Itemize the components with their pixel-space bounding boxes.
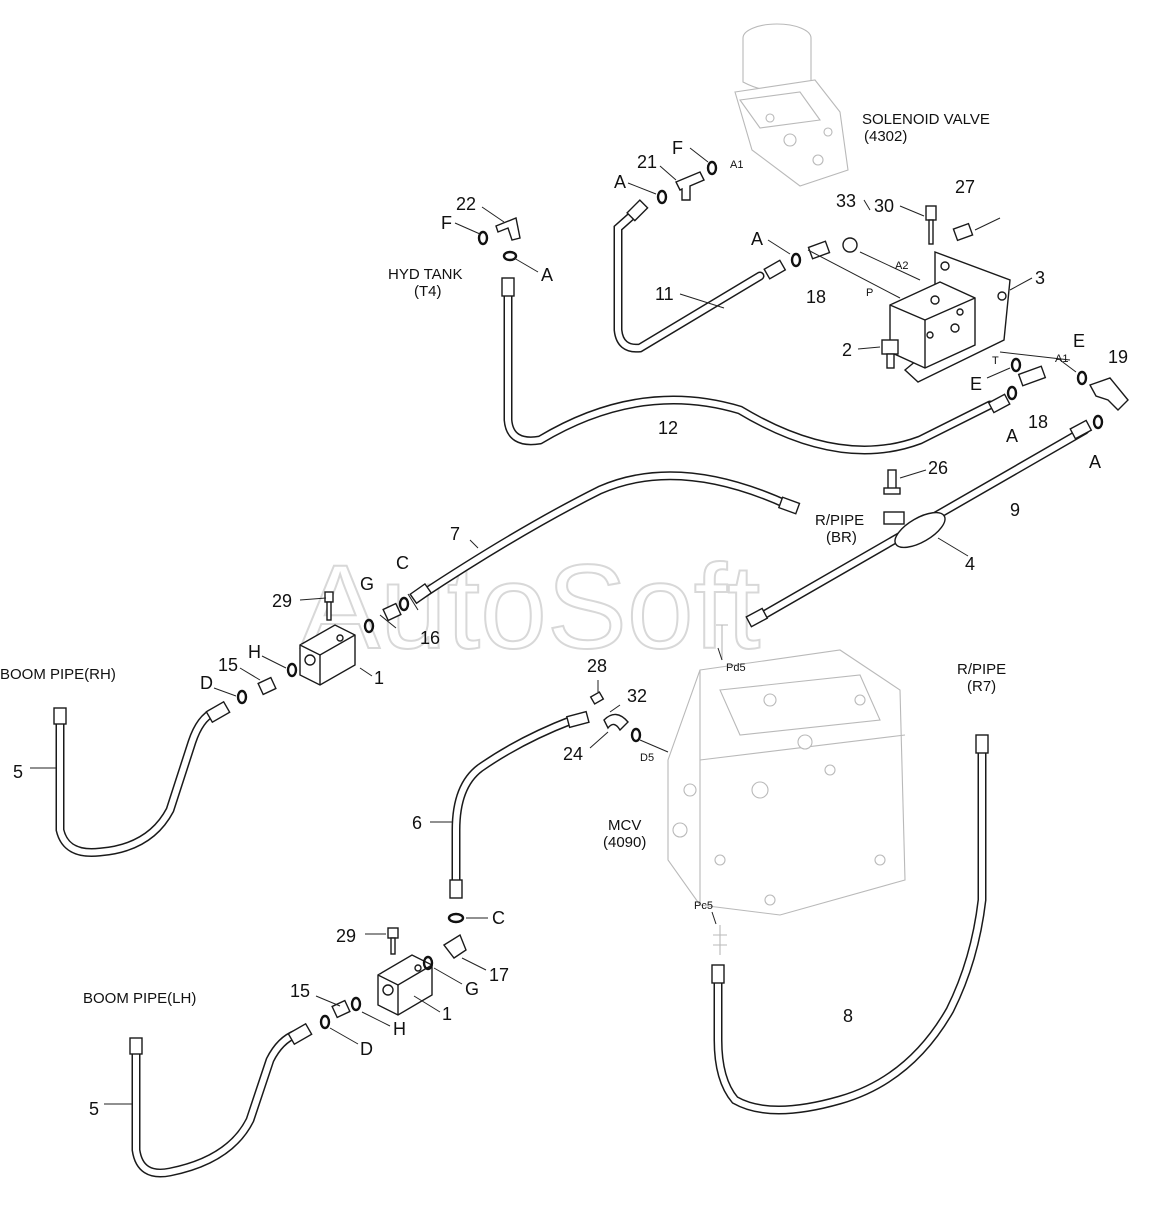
- rpipe-br-name: R/PIPE: [815, 512, 864, 529]
- part-number-9: 9: [1010, 500, 1020, 520]
- port-label-a1-solenoid: A1: [730, 159, 743, 171]
- boom-pipe-rh-label: BOOM PIPE(RH): [0, 666, 116, 683]
- part-number-8: 8: [843, 1006, 853, 1026]
- seal-letter-c-lower: C: [492, 908, 505, 928]
- o-rings: [236, 160, 1104, 1030]
- rpipe-br-code: (BR): [826, 529, 857, 546]
- mcv-code: (4090): [603, 834, 646, 851]
- hose-12: [503, 285, 995, 455]
- seal-letter-c-upper: C: [396, 553, 409, 573]
- part-number-5-lower: 5: [89, 1099, 99, 1119]
- part-number-29-upper: 29: [272, 591, 292, 611]
- part-number-2: 2: [842, 340, 852, 360]
- boom-pipe-lh-label: BOOM PIPE(LH): [83, 990, 196, 1007]
- rpipe-r7-name: R/PIPE: [957, 661, 1006, 678]
- part-number-1-upper: 1: [374, 668, 384, 688]
- port-label-a1-block: A1: [1055, 353, 1068, 365]
- part-number-18-upper: 18: [806, 287, 826, 307]
- part-number-7: 7: [450, 524, 460, 544]
- seal-letter-callouts: F A F A A E E A A C G H D C G H D: [200, 138, 1101, 1059]
- seal-letter-d-upper: D: [200, 673, 213, 693]
- part-number-28: 28: [587, 656, 607, 676]
- port-label-pd5: Pd5: [726, 662, 746, 674]
- seal-letter-a-3: A: [751, 229, 763, 249]
- solenoid-valve-name: SOLENOID VALVE: [862, 111, 990, 128]
- solenoid-valve-code: (4302): [864, 128, 907, 145]
- port-label-pc5: Pc5: [694, 900, 713, 912]
- solenoid-valve-body: [734, 23, 849, 187]
- part-number-33: 33: [836, 191, 856, 211]
- seal-letter-g-upper: G: [360, 574, 374, 594]
- hose-11: [613, 207, 765, 353]
- seal-letter-f-tank: F: [441, 213, 452, 233]
- seal-letter-d-lower: D: [360, 1039, 373, 1059]
- part-number-19: 19: [1108, 347, 1128, 367]
- part-number-30: 30: [874, 196, 894, 216]
- hose-end-fittings: [53, 199, 1093, 1055]
- hyd-tank-code: (T4): [414, 283, 442, 300]
- port-labels: A1 A2 P T A1 Pd5 D5 Pc5: [640, 159, 1068, 912]
- seal-letter-e-1: E: [1073, 331, 1085, 351]
- part-number-15-lower: 15: [290, 981, 310, 1001]
- seal-letter-h-lower: H: [393, 1019, 406, 1039]
- part-number-29-lower: 29: [336, 926, 356, 946]
- part-number-17: 17: [489, 965, 509, 985]
- part-number-11: 11: [655, 284, 674, 304]
- hose-7: [415, 471, 795, 601]
- port-block-1-lh: [377, 954, 433, 1016]
- hose-8: [713, 740, 987, 1115]
- part-number-15-upper: 15: [218, 655, 238, 675]
- part-number-4: 4: [965, 554, 975, 574]
- component-labels: SOLENOID VALVE (4302) HYD TANK (T4) R/PI…: [0, 111, 1006, 1007]
- port-label-t: T: [992, 355, 999, 367]
- part-number-21: 21: [637, 152, 657, 172]
- seal-letter-g-lower: G: [465, 979, 479, 999]
- seal-letter-a-4: A: [1006, 426, 1018, 446]
- part-number-16: 16: [420, 628, 440, 648]
- part-number-24: 24: [563, 744, 583, 764]
- port-label-a2: A2: [895, 260, 908, 272]
- part-number-26: 26: [928, 458, 948, 478]
- part-number-3: 3: [1035, 268, 1045, 288]
- part-number-callouts: 21 22 33 30 27 11 18 3 2 19 12 18 26 9 7…: [13, 152, 1128, 1119]
- seal-letter-h-upper: H: [248, 642, 261, 662]
- mcv-body: [667, 624, 906, 955]
- valve-block-2: [881, 250, 1011, 383]
- leader-lines: [30, 147, 1077, 1105]
- seal-letter-f-upper: F: [672, 138, 683, 158]
- part-number-22: 22: [456, 194, 476, 214]
- hose-5-lh: [131, 1029, 301, 1178]
- part-number-12: 12: [658, 418, 678, 438]
- hyd-tank-name: HYD TANK: [388, 266, 462, 283]
- hose-5-rh: [55, 707, 219, 858]
- port-label-p: P: [866, 287, 873, 299]
- watermark: AutoSoft: [300, 540, 760, 674]
- seal-letter-a-2: A: [541, 265, 553, 285]
- clamp-4: [883, 469, 946, 549]
- fittings: [257, 171, 1129, 1019]
- seal-letter-a-5: A: [1089, 452, 1101, 472]
- port-block-1-rh: [299, 624, 356, 686]
- part-number-32: 32: [627, 686, 647, 706]
- part-number-6: 6: [412, 813, 422, 833]
- part-number-5-upper: 5: [13, 762, 23, 782]
- seal-letter-e-2: E: [970, 374, 982, 394]
- part-number-27: 27: [955, 177, 975, 197]
- hose-6: [451, 715, 577, 895]
- rpipe-r7-code: (R7): [967, 678, 996, 695]
- mcv-name: MCV: [608, 817, 641, 834]
- part-number-1-lower: 1: [442, 1004, 452, 1024]
- seal-letter-a-1: A: [614, 172, 626, 192]
- port-label-d5: D5: [640, 752, 654, 764]
- part-number-18-lower: 18: [1028, 412, 1048, 432]
